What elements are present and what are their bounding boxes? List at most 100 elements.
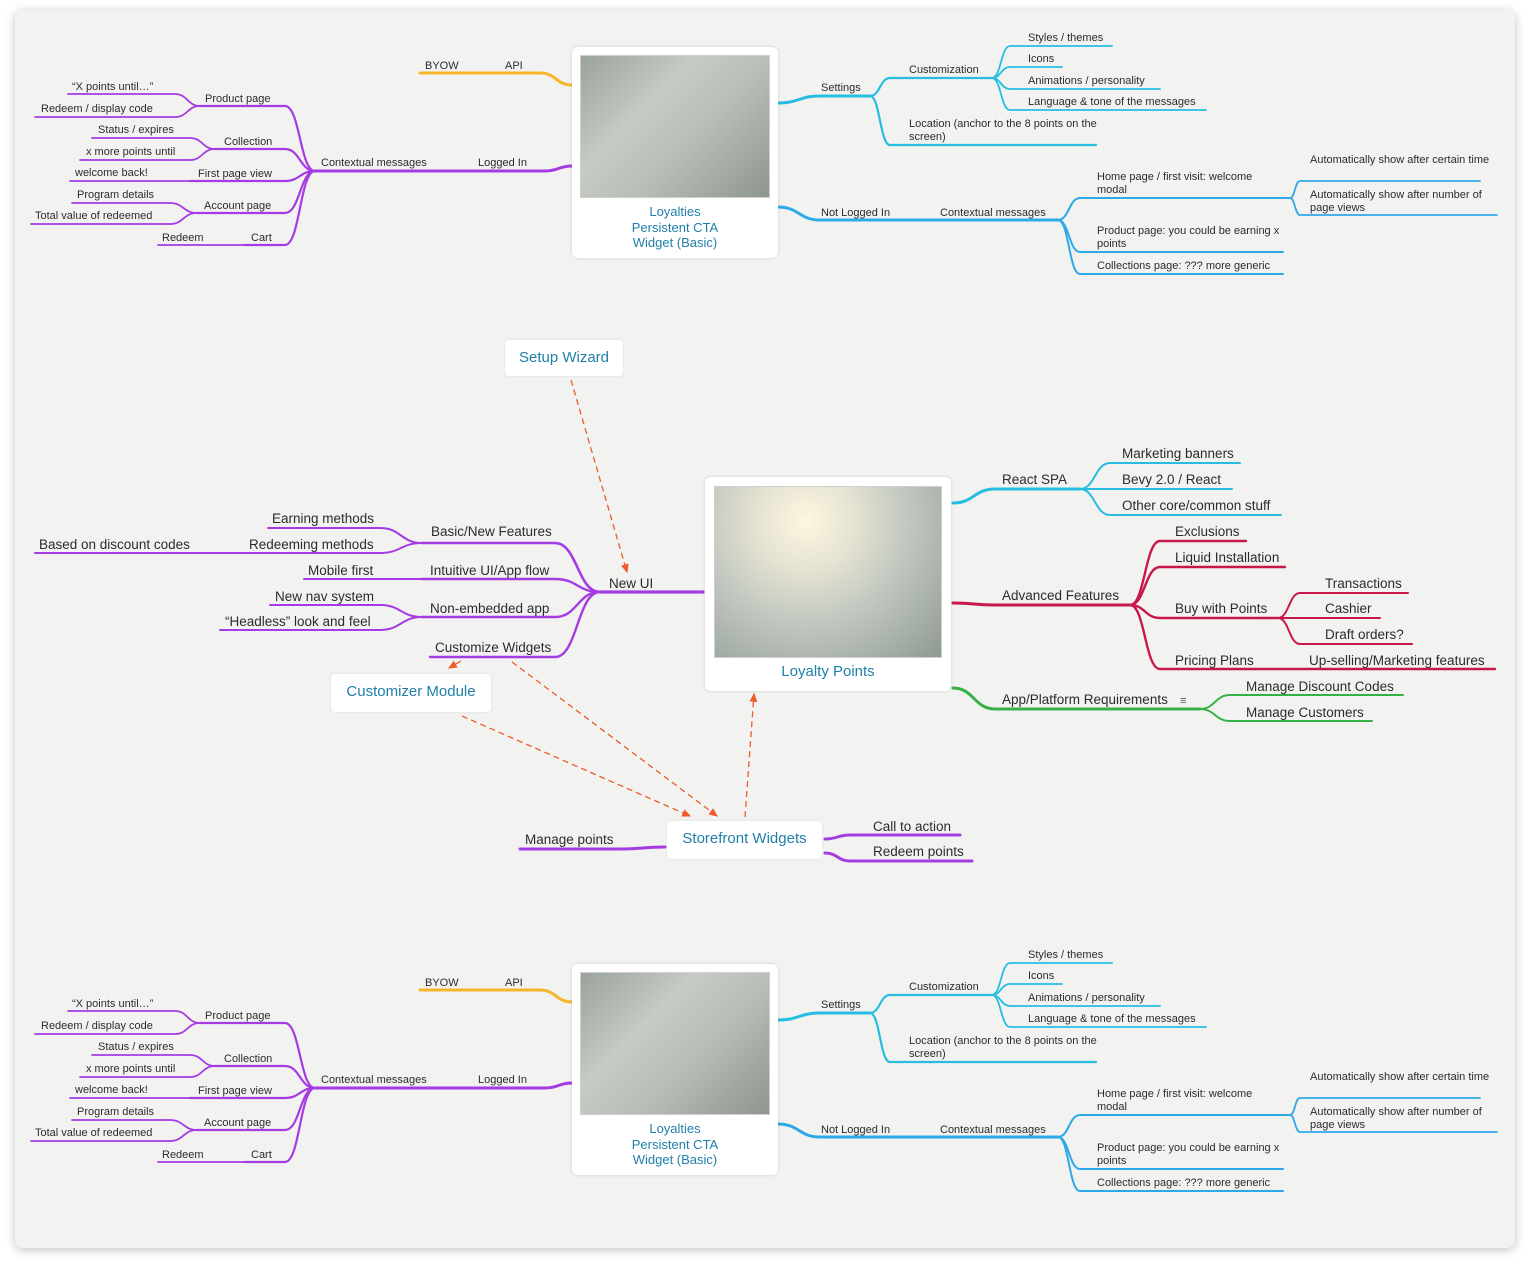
total-value-label[interactable]: Total value of redeemed (35, 210, 153, 222)
first-page-view-label[interactable]: First page view (198, 168, 272, 180)
redeeming-methods-label[interactable]: Redeeming methods (249, 537, 374, 552)
logged-in-label[interactable]: Logged In (478, 1074, 527, 1086)
auto-time-label[interactable]: Automatically show after certain time (1310, 154, 1490, 166)
animations-label[interactable]: Animations / personality (1028, 992, 1145, 1004)
api-label[interactable]: API (505, 977, 523, 989)
collection-label[interactable]: Collection (224, 1053, 273, 1065)
x-more-label[interactable]: x more points until (86, 146, 176, 158)
manage-discount-codes-label[interactable]: Manage Discount Codes (1246, 679, 1394, 694)
cashier-label[interactable]: Cashier (1325, 601, 1372, 616)
language-label[interactable]: Language & tone of the messages (1028, 96, 1196, 108)
logged-in-label[interactable]: Logged In (478, 157, 527, 169)
not-logged-in-label[interactable]: Not Logged In (821, 1124, 891, 1136)
customization-label[interactable]: Customization (909, 64, 979, 76)
bevy-label[interactable]: Bevy 2.0 / React (1122, 472, 1222, 487)
product-earning-label[interactable]: Product page: you could be earning x poi… (1097, 225, 1280, 250)
icons-label[interactable]: Icons (1028, 53, 1055, 65)
other-core-label[interactable]: Other core/common stuff (1122, 498, 1271, 513)
new-nav-system-label[interactable]: New nav system (275, 589, 375, 604)
pricing-plans-label[interactable]: Pricing Plans (1175, 653, 1254, 668)
auto-views-label[interactable]: Automatically show after number of page … (1310, 1106, 1482, 1131)
buy-with-points-label[interactable]: Buy with Points (1175, 601, 1268, 616)
customize-widgets-label[interactable]: Customize Widgets (435, 640, 552, 655)
styles-label[interactable]: Styles / themes (1028, 949, 1104, 961)
redeem-label[interactable]: Redeem (162, 1149, 204, 1161)
program-details-label[interactable]: Program details (77, 1106, 155, 1118)
api-label[interactable]: API (505, 60, 523, 72)
status-expires-label[interactable]: Status / expires (98, 1041, 174, 1053)
discount-codes-label[interactable]: Based on discount codes (39, 537, 190, 552)
contextual-messages-label[interactable]: Contextual messages (321, 157, 427, 169)
collections-generic-label[interactable]: Collections page: ??? more generic (1097, 260, 1271, 272)
redeem-label[interactable]: Redeem (162, 232, 204, 244)
redeem-display-label[interactable]: Redeem / display code (41, 1020, 153, 1032)
new-ui-label[interactable]: New UI (609, 576, 654, 591)
product-earning-label[interactable]: Product page: you could be earning x poi… (1097, 1142, 1280, 1167)
customization-label[interactable]: Customization (909, 981, 979, 993)
call-to-action-label[interactable]: Call to action (873, 819, 952, 834)
non-embedded-app-label[interactable]: Non-embedded app (430, 601, 550, 616)
location-label[interactable]: Location (anchor to the 8 points on the … (909, 118, 1097, 143)
product-page-label[interactable]: Product page (205, 93, 271, 105)
contextual-messages-2-label[interactable]: Contextual messages (940, 207, 1046, 219)
manage-points-label[interactable]: Manage points (525, 832, 614, 847)
collections-generic-label[interactable]: Collections page: ??? more generic (1097, 1177, 1271, 1189)
status-expires-label[interactable]: Status / expires (98, 124, 174, 136)
home-page-label[interactable]: Home page / first visit: welcome modal (1097, 1088, 1253, 1113)
basic-new-features-label[interactable]: Basic/New Features (431, 524, 552, 539)
earning-methods-label[interactable]: Earning methods (272, 511, 375, 526)
react-spa-label[interactable]: React SPA (1002, 472, 1068, 487)
language-label[interactable]: Language & tone of the messages (1028, 1013, 1196, 1025)
headless-label[interactable]: “Headless” look and feel (225, 614, 371, 629)
redeem-display-label[interactable]: Redeem / display code (41, 103, 153, 115)
marketing-banners-label[interactable]: Marketing banners (1122, 446, 1234, 461)
styles-label[interactable]: Styles / themes (1028, 32, 1104, 44)
home-page-label[interactable]: Home page / first visit: welcome modal (1097, 171, 1253, 196)
location-label[interactable]: Location (anchor to the 8 points on the … (909, 1035, 1097, 1060)
exclusions-label[interactable]: Exclusions (1175, 524, 1240, 539)
cart-label[interactable]: Cart (251, 1149, 272, 1161)
first-page-view-label[interactable]: First page view (198, 1085, 272, 1097)
redeem-points-label[interactable]: Redeem points (873, 844, 964, 859)
settings-label[interactable]: Settings (821, 82, 861, 94)
draft-orders-label[interactable]: Draft orders? (1325, 627, 1404, 642)
x-more-label[interactable]: x more points until (86, 1063, 176, 1075)
mobile-first-label[interactable]: Mobile first (308, 563, 374, 578)
home-page-branch (1057, 1114, 1291, 1138)
note-icon[interactable]: ≡ (1180, 695, 1187, 707)
program-details-label[interactable]: Program details (77, 189, 155, 201)
central-topic-card[interactable]: Loyalty Points (705, 477, 951, 691)
auto-time-label[interactable]: Automatically show after certain time (1310, 1071, 1490, 1083)
manage-customers-label[interactable]: Manage Customers (1246, 705, 1364, 720)
auto-views-label[interactable]: Automatically show after number of page … (1310, 189, 1482, 214)
liquid-installation-label[interactable]: Liquid Installation (1175, 550, 1280, 565)
customizer-module-node[interactable]: Customizer Module (331, 674, 491, 712)
byow-label[interactable]: BYOW (425, 60, 459, 72)
upselling-label[interactable]: Up-selling/Marketing features (1309, 653, 1485, 668)
contextual-messages-2-label[interactable]: Contextual messages (940, 1124, 1046, 1136)
not-logged-in-label[interactable]: Not Logged In (821, 207, 891, 219)
collection-label[interactable]: Collection (224, 136, 273, 148)
intuitive-ui-label[interactable]: Intuitive UI/App flow (430, 563, 550, 578)
cart-label[interactable]: Cart (251, 232, 272, 244)
total-value-label[interactable]: Total value of redeemed (35, 1127, 153, 1139)
x-points-label[interactable]: “X points until…” (72, 998, 154, 1010)
welcome-back-label[interactable]: welcome back! (75, 1084, 148, 1096)
animations-label[interactable]: Animations / personality (1028, 75, 1145, 87)
icons-label[interactable]: Icons (1028, 970, 1055, 982)
account-page-label[interactable]: Account page (204, 200, 272, 212)
transactions-label[interactable]: Transactions (1325, 576, 1402, 591)
welcome-back-label[interactable]: welcome back! (75, 167, 148, 179)
storefront-widgets-node[interactable]: Storefront Widgets (667, 821, 822, 859)
byow-label[interactable]: BYOW (425, 977, 459, 989)
product-page-label[interactable]: Product page (205, 1010, 271, 1022)
contextual-messages-label[interactable]: Contextual messages (321, 1074, 427, 1086)
account-page-label[interactable]: Account page (204, 1117, 272, 1129)
settings-label[interactable]: Settings (821, 999, 861, 1011)
advanced-features-label[interactable]: Advanced Features (1002, 588, 1120, 603)
app-platform-label[interactable]: App/Platform Requirements (1002, 692, 1168, 707)
x-points-label[interactable]: “X points until…” (72, 81, 154, 93)
setup-wizard-node[interactable]: Setup Wizard (505, 340, 623, 376)
